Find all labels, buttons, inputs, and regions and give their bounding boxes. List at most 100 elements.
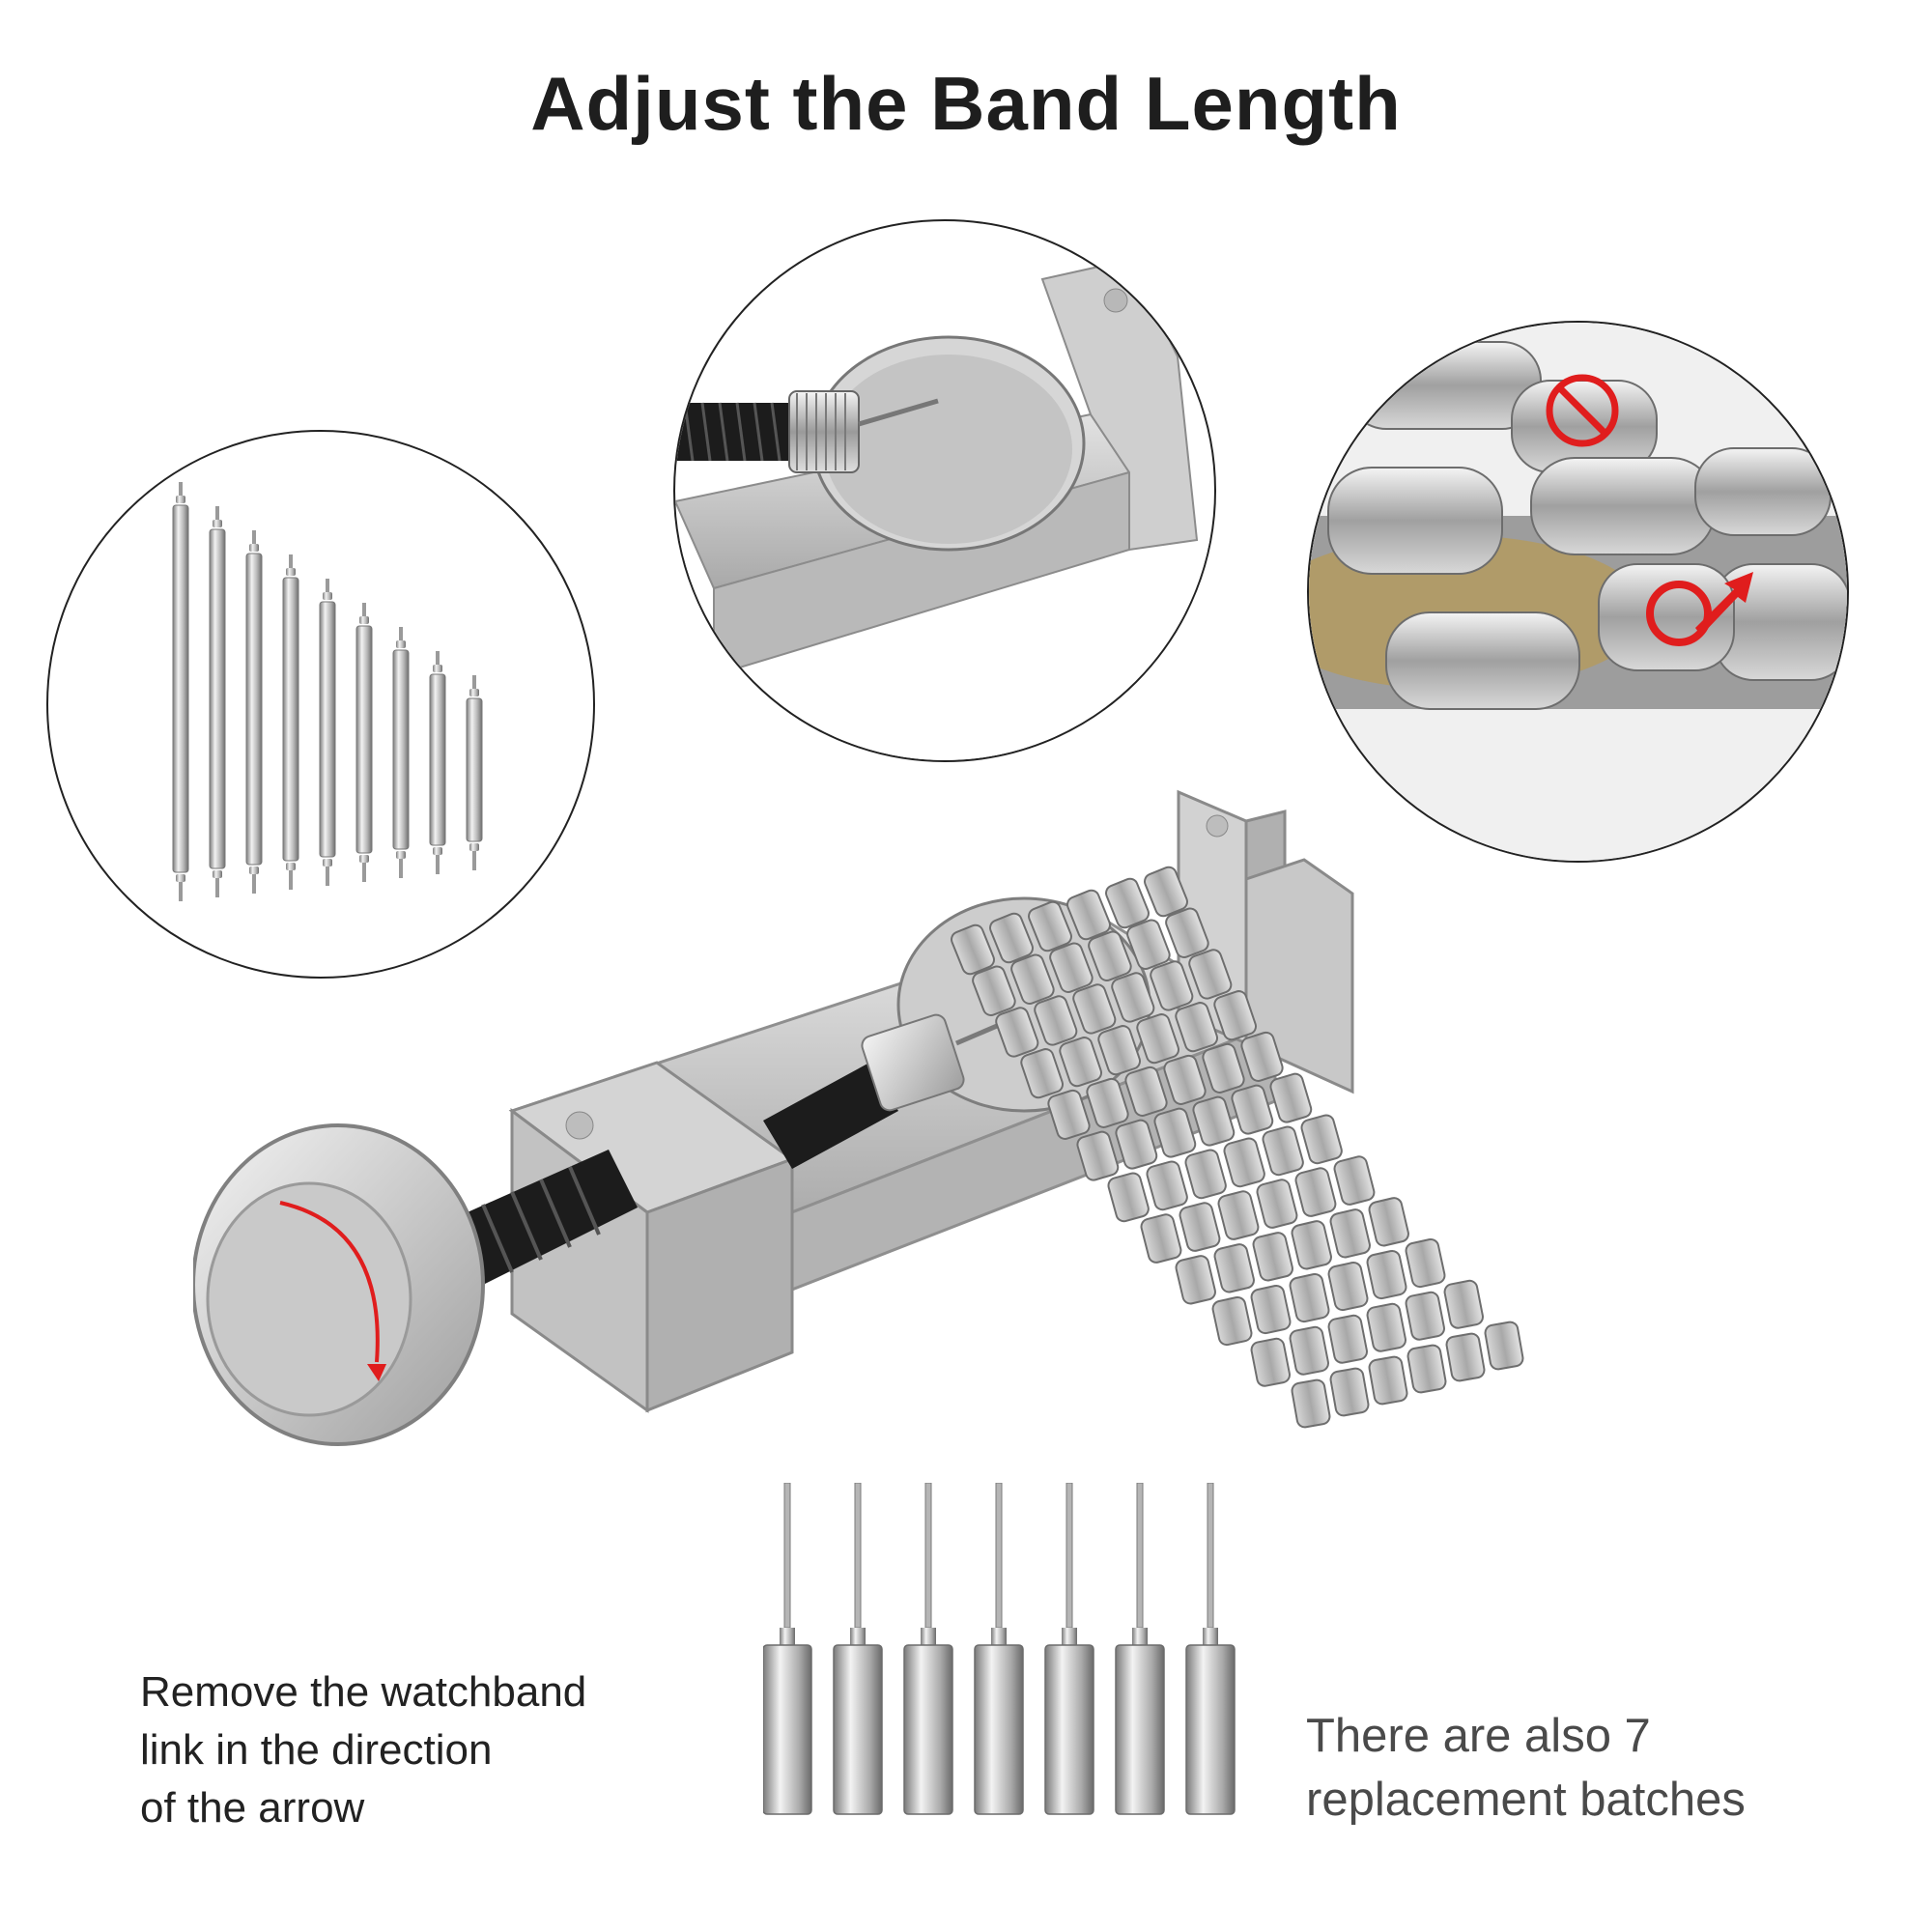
band-link	[1252, 1232, 1293, 1282]
band-link	[1289, 1272, 1330, 1323]
band-link	[1289, 1325, 1329, 1376]
replacement-pin	[1185, 1482, 1236, 1815]
band-link	[1175, 1255, 1216, 1305]
band-link	[1088, 930, 1132, 981]
band-link	[1213, 1243, 1255, 1293]
replacement-pins	[762, 1482, 1265, 1821]
spring-bar	[466, 675, 483, 870]
caption-line: There are also 7	[1306, 1710, 1651, 1762]
band-link	[1368, 1355, 1408, 1406]
band-link	[1175, 1002, 1218, 1053]
rotation-arrow-icon	[279, 1201, 380, 1363]
band-link	[1329, 1367, 1370, 1417]
band-link	[1179, 1202, 1221, 1252]
band-link	[1124, 1065, 1168, 1117]
spring-bars-illustration	[172, 482, 483, 901]
band-link	[1405, 1291, 1445, 1341]
band-tool-illustration	[193, 773, 1642, 1623]
replacement-pin	[903, 1482, 953, 1815]
band-link	[972, 965, 1016, 1016]
band-link	[1269, 1072, 1313, 1123]
tool-closeup-illustration	[675, 258, 1214, 760]
band-link	[1405, 1237, 1446, 1289]
instruction-caption: Remove the watchband link in the directi…	[140, 1663, 720, 1837]
band-link	[1250, 1337, 1291, 1387]
band-link	[1327, 1314, 1368, 1364]
screw-thread	[675, 402, 791, 462]
replacement-pin	[1115, 1482, 1165, 1815]
band-link	[1329, 1208, 1371, 1259]
band-link	[1443, 1279, 1484, 1329]
band-link	[1250, 1284, 1292, 1335]
band-link	[1163, 1054, 1207, 1105]
spring-bar	[319, 579, 336, 886]
band-link	[1146, 1160, 1188, 1211]
band-link	[1333, 1155, 1376, 1206]
spring-bar	[355, 603, 373, 882]
band-link	[1484, 1321, 1524, 1371]
band-link	[1223, 1137, 1265, 1188]
spring-bar	[245, 530, 263, 894]
red-arrow-icon	[1646, 572, 1753, 646]
band-link	[1097, 1025, 1141, 1076]
band-link	[1256, 1179, 1298, 1229]
band-link	[1047, 1089, 1091, 1140]
spring-bar	[209, 506, 226, 897]
band-link	[1136, 1013, 1179, 1065]
spring-bar	[429, 651, 446, 874]
band-link	[1240, 1031, 1284, 1082]
band-link	[1202, 1042, 1245, 1094]
band-link	[1192, 1095, 1236, 1147]
band-link	[1213, 990, 1257, 1041]
band-link	[1049, 942, 1094, 993]
no-entry-icon	[1546, 374, 1619, 447]
band-link	[1072, 983, 1117, 1035]
band-link	[1327, 1261, 1369, 1312]
band-link	[1366, 1249, 1407, 1300]
band-link	[1291, 1220, 1332, 1270]
band-link	[1211, 1295, 1253, 1347]
replacement-pin	[833, 1482, 883, 1815]
band-link	[1126, 919, 1171, 970]
band-link	[1034, 995, 1078, 1046]
band-link	[1105, 877, 1150, 929]
band-arrow-inset	[1307, 321, 1849, 863]
band-link	[1368, 1197, 1409, 1247]
band-link	[1115, 1119, 1158, 1170]
band-link	[1140, 1213, 1182, 1264]
band-link	[1066, 889, 1111, 941]
page-title: Adjust the Band Length	[530, 61, 1402, 146]
caption-line: link in the direction	[140, 1726, 493, 1774]
band-link	[1107, 1172, 1150, 1223]
tool-closeup-inset	[673, 219, 1216, 762]
replacement-caption: There are also 7 replacement batches	[1306, 1704, 1905, 1832]
band-link	[1153, 1107, 1197, 1158]
band-link	[1366, 1302, 1406, 1352]
band-link	[1294, 1167, 1337, 1217]
caption-line: of the arrow	[140, 1784, 365, 1832]
band-link	[1028, 900, 1072, 952]
band-link	[1010, 953, 1055, 1005]
band-closeup-illustration	[1309, 323, 1847, 861]
band-link	[1291, 1378, 1331, 1429]
band-link	[1020, 1048, 1064, 1099]
band-link	[989, 912, 1034, 964]
caption-line: replacement batches	[1306, 1774, 1746, 1826]
band-link	[1165, 907, 1209, 958]
band-link	[1144, 866, 1188, 918]
watch-band	[951, 866, 1524, 1429]
band-link	[1076, 1130, 1120, 1181]
spring-bar	[282, 554, 299, 890]
band-link	[1059, 1037, 1102, 1088]
band-link	[1445, 1332, 1486, 1382]
spring-bar	[392, 627, 410, 878]
band-link	[1150, 960, 1194, 1011]
band-link	[1300, 1114, 1343, 1165]
band-link	[1111, 972, 1155, 1023]
replacement-pin	[762, 1482, 812, 1815]
band-link	[1217, 1190, 1260, 1240]
band-link	[1184, 1149, 1227, 1200]
spring-bars-inset	[46, 430, 595, 979]
band-link	[1406, 1344, 1447, 1394]
band-link	[1231, 1084, 1274, 1135]
